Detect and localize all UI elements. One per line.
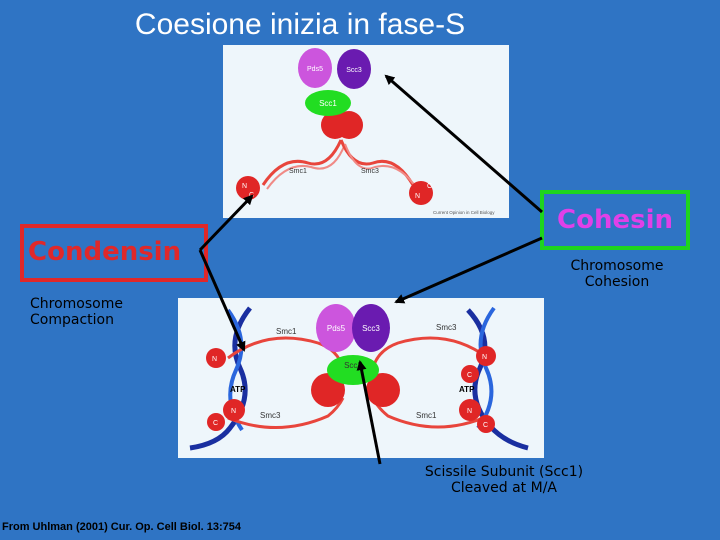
scc1-subunit-bottom	[327, 355, 379, 385]
smc1-coil	[261, 139, 343, 186]
scc3-label: Scc3	[346, 67, 362, 74]
scissile-note-line-1: Scissile Subunit (Scc1)	[424, 464, 584, 480]
smc1-label-bottom-right: Smc1	[416, 411, 437, 420]
right-head-lower-n: N	[467, 408, 472, 415]
smc1-label-top-left: Smc1	[276, 327, 297, 336]
scc3-subunit-bottom	[352, 304, 390, 352]
cohesin-label: Cohesin	[540, 190, 690, 250]
left-head-c-label: C	[213, 420, 218, 427]
smc3-label-bottom-left: Smc3	[260, 411, 281, 420]
left-head-c	[207, 413, 225, 431]
slide-title: Coesione inizia in fase-S	[134, 8, 466, 41]
pds5-subunit	[298, 48, 332, 88]
lower-left-coil	[227, 397, 345, 430]
dna-right-strand	[466, 308, 529, 451]
smc1-head	[236, 176, 260, 200]
smc3-coil	[339, 139, 415, 186]
scc1-label: Scc1	[319, 99, 337, 108]
scc3-subunit	[337, 49, 371, 89]
right-head-upper-c	[461, 365, 479, 383]
dna-right-strand-2	[476, 306, 496, 430]
scc3-label-bottom: Scc3	[362, 324, 380, 333]
right-head-upper-n: N	[482, 354, 487, 361]
atp-left: ATP	[230, 385, 246, 394]
smc3-n-label: N	[415, 193, 420, 200]
cohesin-complex-diagram: Scc1 Pds5 Scc3 Smc1 Smc3 N C N C Current…	[236, 48, 495, 215]
left-head-lower	[223, 399, 245, 421]
scissile-note-line-2: Cleaved at M/A	[451, 480, 557, 496]
condensin-note: Chromosome Compaction	[30, 296, 123, 328]
smc3-label: Smc3	[361, 168, 379, 175]
hinge-right	[335, 111, 363, 139]
upper-right-coil	[371, 336, 489, 369]
scc1-subunit	[305, 90, 351, 116]
smc3-c-label: C	[427, 183, 432, 190]
upper-left-coil	[227, 336, 345, 369]
cohesin-note-line-1: Chromosome	[570, 258, 664, 274]
pds5-label: Pds5	[307, 66, 323, 73]
cohesin-dna-diagram: Pds5 Scc3 Scc1 Smc1 Smc3 Smc3 Smc1 N ATP…	[189, 304, 529, 451]
condensin-label: Condensin	[20, 224, 208, 282]
smc1-c-label: C	[249, 192, 254, 199]
left-head-lower-n: N	[231, 408, 236, 415]
cohesin-complex-figure: Scc1 Pds5 Scc3 Smc1 Smc3 N C N C Current…	[223, 45, 509, 218]
right-head-upper-c-label: C	[467, 372, 472, 379]
cohesin-note-line-2: Cohesion	[584, 274, 650, 290]
smc1-coil-strand	[266, 143, 346, 190]
condensin-note-line-2: Compaction	[30, 312, 114, 328]
figure-copyright: Current Opinion in Cell Biology	[433, 210, 495, 215]
citation-credit: From Uhlman (2001) Cur. Op. Cell Biol. 1…	[2, 521, 242, 533]
cohesin-dna-figure: Pds5 Scc3 Scc1 Smc1 Smc3 Smc3 Smc1 N ATP…	[178, 298, 544, 458]
left-head-upper	[206, 348, 226, 368]
scissile-note: Scissile Subunit (Scc1) Cleaved at M/A	[414, 464, 594, 496]
left-head-upper-n: N	[212, 356, 217, 363]
pds5-subunit-bottom	[316, 304, 356, 352]
smc3-coil-strand	[344, 143, 418, 190]
right-head-c	[477, 415, 495, 433]
right-head-lower	[459, 399, 481, 421]
smc1-label: Smc1	[289, 168, 307, 175]
condensin-note-line-1: Chromosome	[30, 296, 123, 312]
right-head-c-label: C	[483, 422, 488, 429]
right-head-upper	[476, 346, 496, 366]
arrow-cohesin-to-bottom	[394, 236, 543, 304]
atp-right: ATP	[459, 385, 475, 394]
smc3-label-top-right: Smc3	[436, 323, 457, 332]
scc1-label-bottom: Scc1	[344, 361, 362, 370]
pds5-label-bottom: Pds5	[327, 324, 346, 333]
cohesin-note: Chromosome Cohesion	[555, 258, 679, 290]
smc1-n-label: N	[242, 183, 247, 190]
